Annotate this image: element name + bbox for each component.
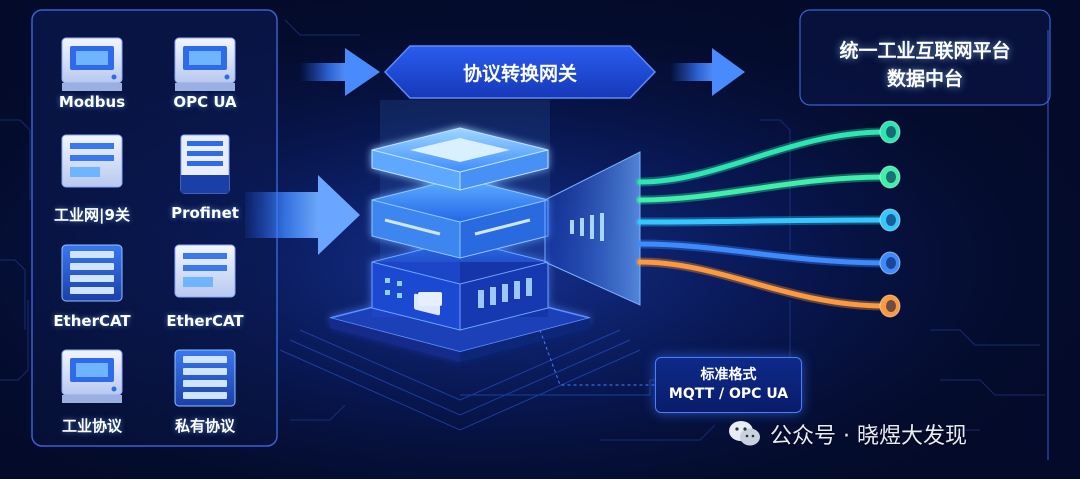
protocol-label: 工业网|9关 [54, 206, 130, 224]
stream-endpoint-core [886, 257, 896, 269]
protocol-label: OPC UA [173, 93, 237, 111]
format-label-line2: MQTT / OPC UA [668, 386, 789, 402]
protocol-label: EtherCAT [166, 312, 244, 330]
protocol-label: Profinet [171, 204, 239, 222]
stream-endpoint-core [886, 126, 896, 138]
stream-endpoint-core [886, 214, 896, 226]
device-terminal-icon [174, 37, 236, 91]
protocol-label: EtherCAT [53, 312, 131, 330]
output-stream [637, 217, 888, 225]
server-tower-icon [180, 134, 230, 194]
funnel-signal-bars [570, 213, 604, 241]
server-rack-icon [61, 244, 123, 302]
platform-panel [799, 9, 1051, 106]
gateway-title-banner: 协议转换网关 [383, 45, 657, 99]
flow-arrow-top-left [300, 48, 380, 96]
flow-arrow-top-right [670, 48, 745, 96]
device-terminal-icon [61, 349, 123, 403]
stream-endpoint-core [886, 300, 896, 312]
format-connector [539, 329, 655, 386]
format-label-line1: 标准格式 [700, 367, 757, 383]
device-box-icon [174, 244, 236, 298]
circuit-traces [0, 19, 1045, 441]
flow-arrow-main [245, 175, 360, 255]
device-box-icon [61, 134, 123, 188]
gateway-device [329, 127, 591, 362]
server-rack-icon [174, 349, 236, 407]
platform-title-line2: 数据中台 [886, 68, 963, 90]
stream-endpoint-core [886, 171, 896, 183]
protocol-label: 工业协议 [61, 417, 122, 435]
protocol-label: Modbus [58, 93, 126, 111]
vent-slots [478, 278, 532, 308]
wechat-icon [729, 421, 760, 446]
watermark: 公众号 · 晓煜大发现 [728, 416, 967, 452]
output-stream [637, 259, 888, 309]
output-stream [637, 174, 888, 203]
watermark-text: 公众号 · 晓煜大发现 [770, 424, 967, 449]
standard-format-box: 标准格式 MQTT / OPC UA [655, 357, 802, 413]
output-stream [637, 129, 888, 185]
platform-title-line1: 统一工业互联网平台 [839, 40, 1011, 62]
floor-grid [279, 329, 660, 431]
output-stream [637, 241, 888, 266]
gateway-title: 协议转换网关 [463, 62, 577, 85]
protocol-label: 私有协议 [174, 417, 235, 435]
device-terminal-icon [61, 37, 123, 91]
